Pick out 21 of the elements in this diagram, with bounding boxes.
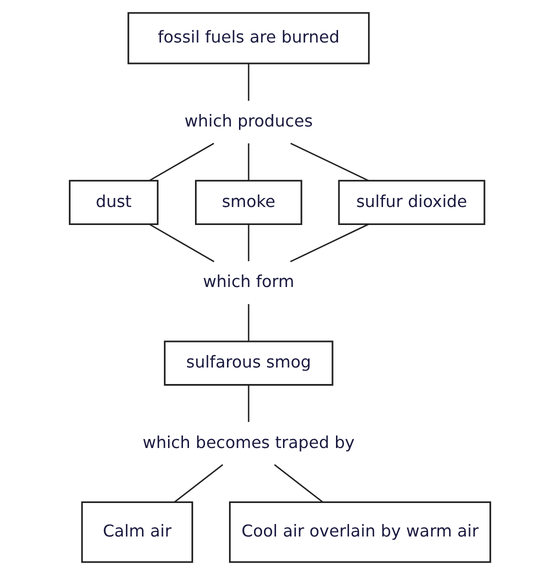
connector — [248, 224, 250, 262]
connector — [274, 464, 323, 502]
node-text: which becomes traped by — [142, 432, 355, 452]
node-box: smoke — [195, 180, 302, 225]
node-box: sulfarous smog — [164, 340, 334, 386]
connector — [290, 224, 369, 262]
connector — [248, 143, 250, 180]
connector — [148, 142, 214, 182]
node-box: Calm air — [81, 501, 194, 563]
node-text: which form — [202, 272, 294, 292]
node-box: dust — [68, 180, 159, 225]
connector — [248, 64, 250, 101]
connector — [248, 385, 250, 422]
node-box: fossil fuels are burned — [128, 12, 370, 64]
node-box: sulfur dioxide — [338, 180, 486, 225]
connector — [290, 142, 370, 182]
connector — [174, 464, 224, 502]
node-box: Cool air overlain by warm air — [229, 501, 492, 563]
node-text: which produces — [184, 111, 313, 130]
connector — [149, 224, 214, 262]
connector — [248, 304, 250, 342]
